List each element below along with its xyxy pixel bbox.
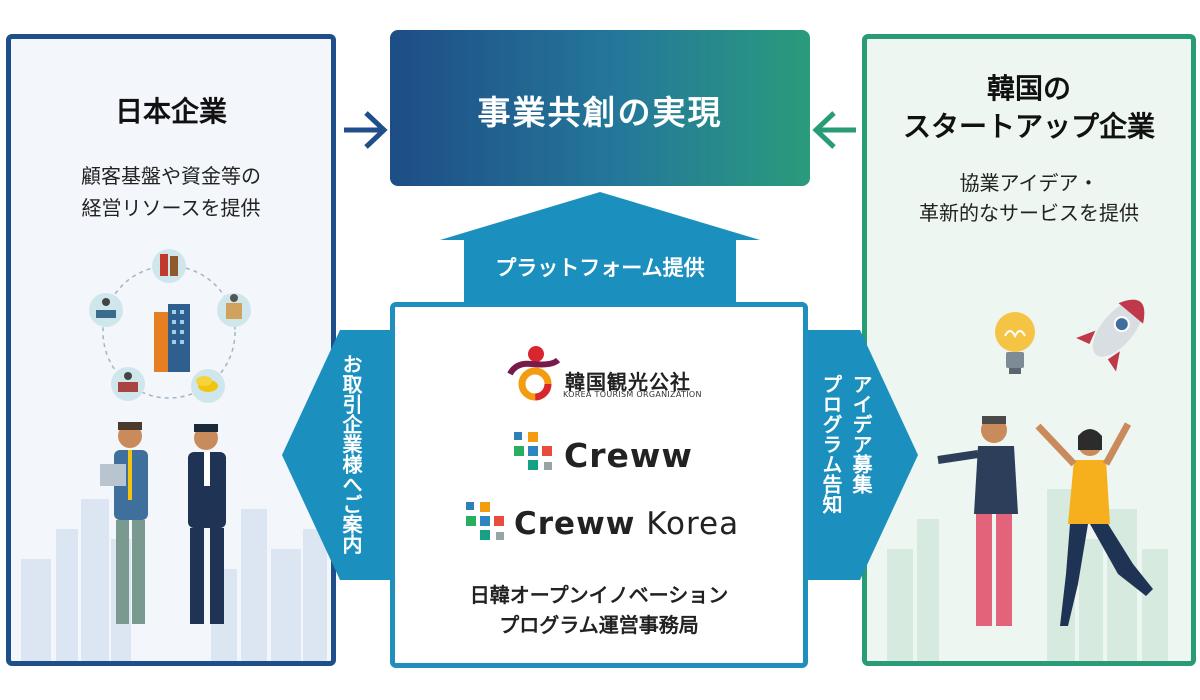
right-arrow-label: アイデア募集 プログラム告知 [816,374,876,574]
secretariat-panel [390,302,808,668]
desc-line: 経営リソースを提供 [81,196,261,220]
laptop-worker-icon [89,293,123,327]
rocket-icon [1076,299,1145,372]
korea-startup-panel [862,34,1196,666]
businessman-right [188,424,226,624]
lightbulb-icon [995,312,1035,374]
right-arrow-line: プログラム告知 [819,374,843,514]
right-arrow [806,330,918,580]
creww-korea-logo-text: Creww Korea [514,506,739,542]
documents-icon [152,249,186,283]
desc-line: 革新的なサービスを提供 [919,201,1139,225]
japan-company-title: 日本企業 [114,95,227,128]
left-arrow-label: お取引企業様へご案内 [339,354,363,554]
title-line: 韓国の [986,72,1071,105]
platform-arrow [440,192,760,304]
co-creation-box [390,30,810,186]
kto-subtitle: KOREA TOURISM ORGANIZATION [563,390,702,399]
creww-word: Creww [514,506,636,542]
office-worker-icon [217,293,251,327]
businessman-left [100,422,148,624]
startup-person-icon [937,416,1153,626]
desc-line: 協業アイデア・ [959,171,1099,195]
secretariat-name: 日韓オープンイノベーション プログラム運営事務局 [390,580,808,640]
korea-startup-title: 韓国の スタートアップ企業 [862,70,1196,146]
secretariat-line: 日韓オープンイノベーション [469,583,729,607]
coins-icon [191,369,225,403]
startup-woman [1035,422,1153,626]
chevron-left-icon [812,111,856,149]
secretariat-line: プログラム運営事務局 [499,613,699,637]
desc-line: 顧客基盤や資金等の [81,164,261,188]
kto-logo-icon [507,346,561,401]
creww-korea-logo-icon [466,502,504,540]
kto-name: 韓国観光公社 [565,370,691,394]
co-creation-title: 事業共創の実現 [477,93,723,132]
left-arrow [282,330,394,580]
meeting-icon [111,367,145,401]
building-icon [154,304,190,372]
creww-logo-text: Creww [564,436,693,475]
right-arrow-line: アイデア募集 [849,374,873,494]
japan-company-desc: 顧客基盤や資金等の 経営リソースを提供 [6,160,336,224]
platform-label: プラットフォーム提供 [495,256,705,280]
startup-man [937,416,1018,626]
businessman-icon [100,422,226,624]
resource-cycle-illustration [89,249,251,403]
korea-startup-desc: 協業アイデア・ 革新的なサービスを提供 [862,168,1196,228]
title-line: スタートアップ企業 [902,110,1155,143]
creww-logo-icon [514,432,552,470]
korea-word: Korea [646,506,740,542]
chevron-right-icon [344,111,388,149]
